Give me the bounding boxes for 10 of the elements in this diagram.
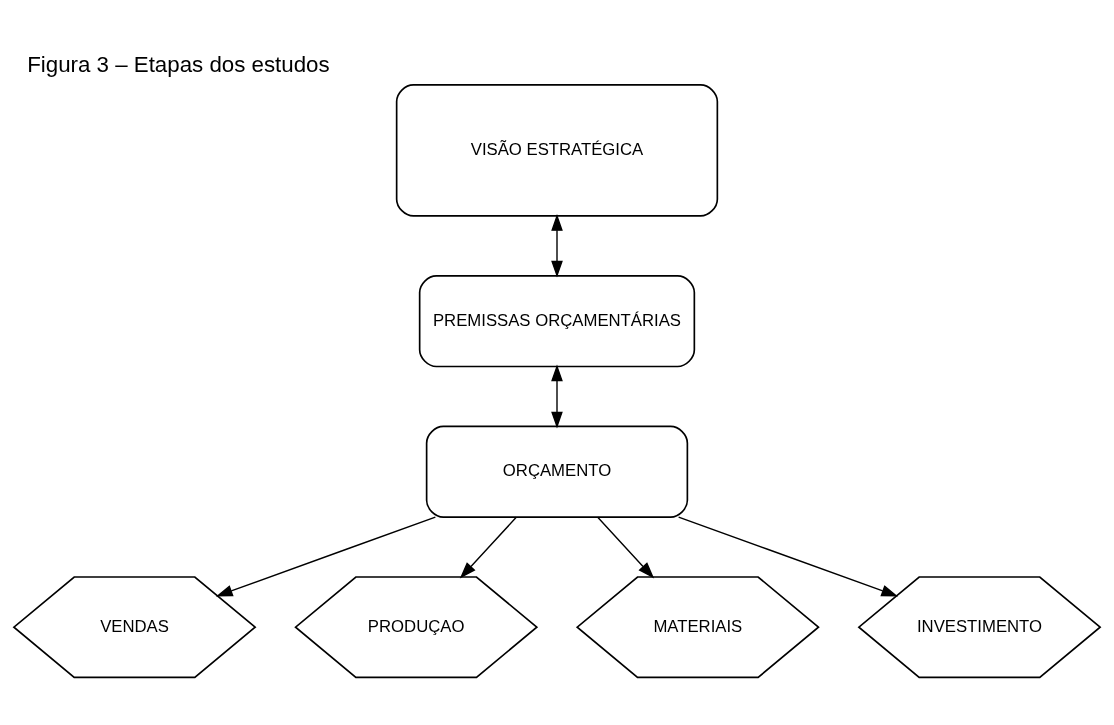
arrow	[677, 515, 899, 596]
arrow	[551, 213, 563, 278]
node-box: VISÃO ESTRATÉGICA	[395, 83, 719, 217]
arrow	[459, 516, 517, 578]
arrow	[597, 516, 655, 578]
node-box: ORÇAMENTO	[425, 425, 689, 518]
node-box: PREMISSAS ORÇAMENTÁRIAS	[418, 274, 696, 367]
diagram-title: Figura 3 – Etapas dos estudos	[27, 51, 330, 77]
arrow	[551, 363, 563, 428]
arrow	[215, 515, 437, 596]
